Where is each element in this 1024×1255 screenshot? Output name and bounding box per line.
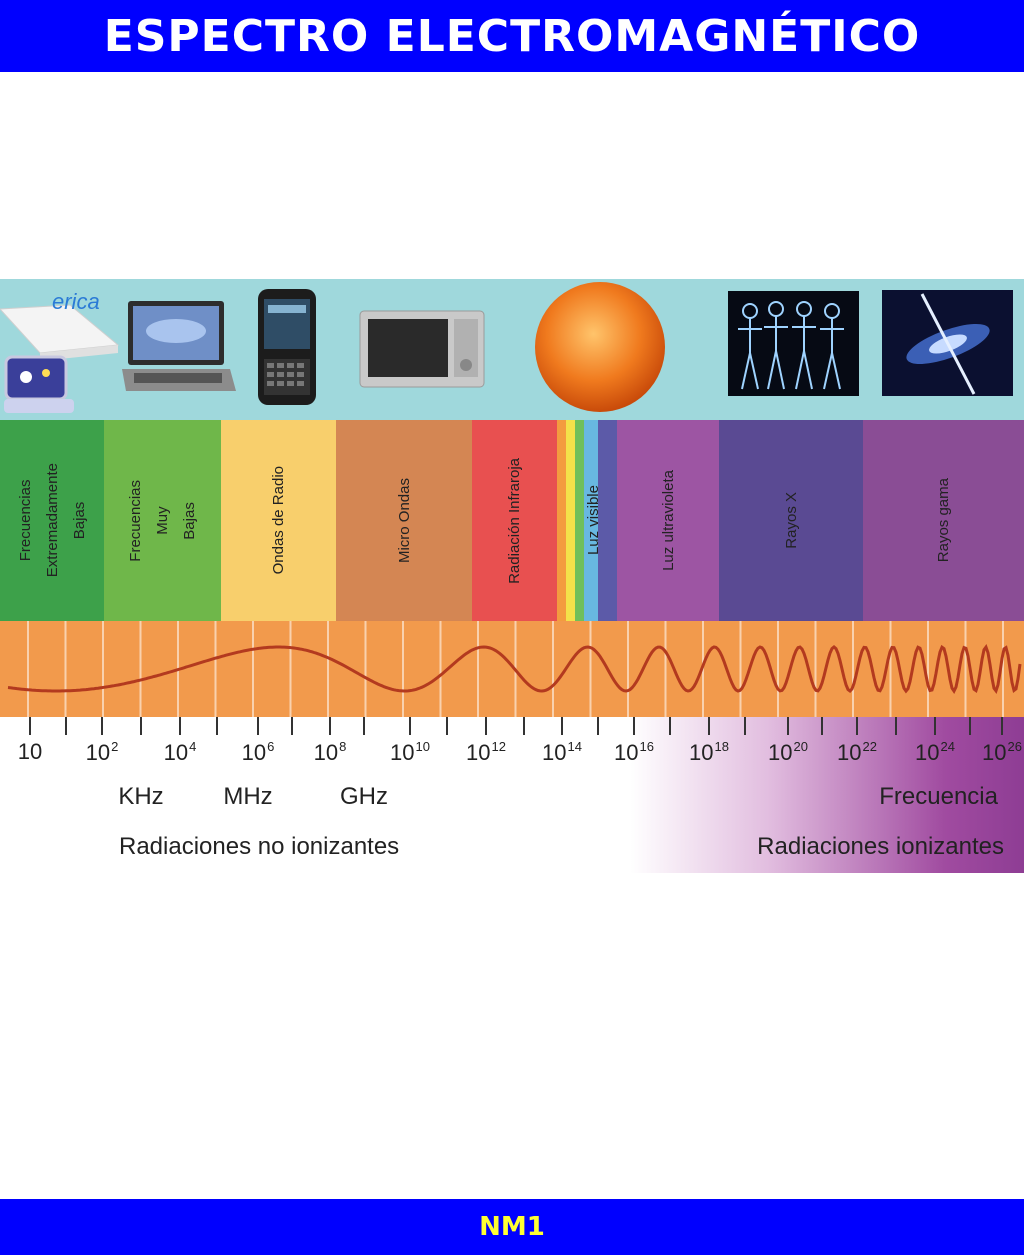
unit-khz: KHz (118, 783, 164, 810)
unit-mhz: MHz (223, 783, 273, 810)
band-label: Rayos gama (935, 478, 952, 563)
magnetotherapy-device-icon (0, 304, 120, 413)
sun-icon (535, 282, 665, 412)
footer-bar: NM1 (0, 1199, 1024, 1255)
tick-label: 1024 (915, 739, 955, 765)
ionizing-region (630, 717, 1024, 873)
tick-label: 102 (85, 739, 119, 765)
microwave-icon (359, 310, 485, 388)
tick-label: 1022 (837, 739, 877, 765)
axis-ticks (29, 717, 1003, 735)
smartphone-icon (258, 289, 316, 405)
image-strip: erica (0, 279, 1024, 420)
ionizing-label: Radiaciones ionizantes (757, 833, 1004, 860)
band-label: Rayos X (782, 492, 800, 549)
tick-label: 1020 (768, 739, 808, 765)
tick-marks (29, 717, 1003, 735)
unit-ghz: GHz (340, 783, 388, 810)
logo-text: erica (52, 289, 100, 314)
band-visible: Luz visible (584, 420, 602, 621)
visible-stripe-orange (557, 420, 566, 621)
tick-label: 1014 (542, 739, 582, 765)
xray-skeletons-icon (728, 291, 859, 396)
frequency-axis: 10 102 104 106 108 1010 1012 1014 1016 1018 1020 10… (0, 717, 1024, 873)
footer-label: NM1 (479, 1212, 545, 1242)
band-label: Micro Ondas (395, 477, 413, 564)
band-label: Radiación Infraroja (506, 457, 523, 584)
tick-label: 104 (163, 739, 197, 765)
wave-line (7, 643, 1022, 694)
band-ultraviolet: Luz ultravioleta (617, 420, 719, 621)
title-bar: ESPECTRO ELECTROMAGNÉTICO (0, 0, 1024, 72)
tick-label: 10 (17, 739, 43, 764)
band-microwave: Micro Ondas (336, 420, 472, 621)
tick-label: 1018 (689, 739, 729, 765)
band-infrared: Radiación Infraroja (472, 420, 557, 621)
visible-stripe-green (575, 420, 584, 621)
non-ionizing-label: Radiaciones no ionizantes (119, 833, 400, 860)
tick-label: 1026 (982, 739, 1022, 765)
band-vlf: Frecuencias Muy Bajas (104, 420, 221, 621)
spectrum-bands: Frecuencias Extremadamente Bajas Frecuen… (0, 420, 1024, 621)
page-title: ESPECTRO ELECTROMAGNÉTICO (103, 10, 921, 62)
band-elf: Frecuencias Extremadamente Bajas (0, 420, 104, 621)
galaxy-gamma-icon (882, 290, 1013, 396)
frequency-label: Frecuencia (879, 783, 998, 810)
band-label: Frecuencias Muy Bajas (127, 479, 198, 562)
wave-strip (0, 621, 1024, 717)
tick-label: 1010 (390, 739, 430, 765)
erica-logo: erica (52, 289, 100, 315)
tick-label: 1016 (614, 739, 654, 765)
tick-label: 1012 (466, 739, 506, 765)
tick-label: 108 (313, 739, 347, 765)
wave-svg (7, 621, 1022, 717)
laptop-icon (122, 301, 236, 391)
band-radio: Ondas de Radio (221, 420, 336, 621)
visible-stripe-indigo (598, 420, 617, 621)
band-label: Luz ultravioleta (659, 470, 677, 571)
band-xray: Rayos X (719, 420, 863, 621)
tick-label: 106 (241, 739, 275, 765)
band-label: Frecuencias Extremadamente Bajas (16, 463, 88, 578)
band-label: Ondas de Radio (270, 466, 287, 575)
band-gamma: Rayos gama (863, 420, 1024, 621)
visible-stripe-yellow (566, 420, 575, 621)
